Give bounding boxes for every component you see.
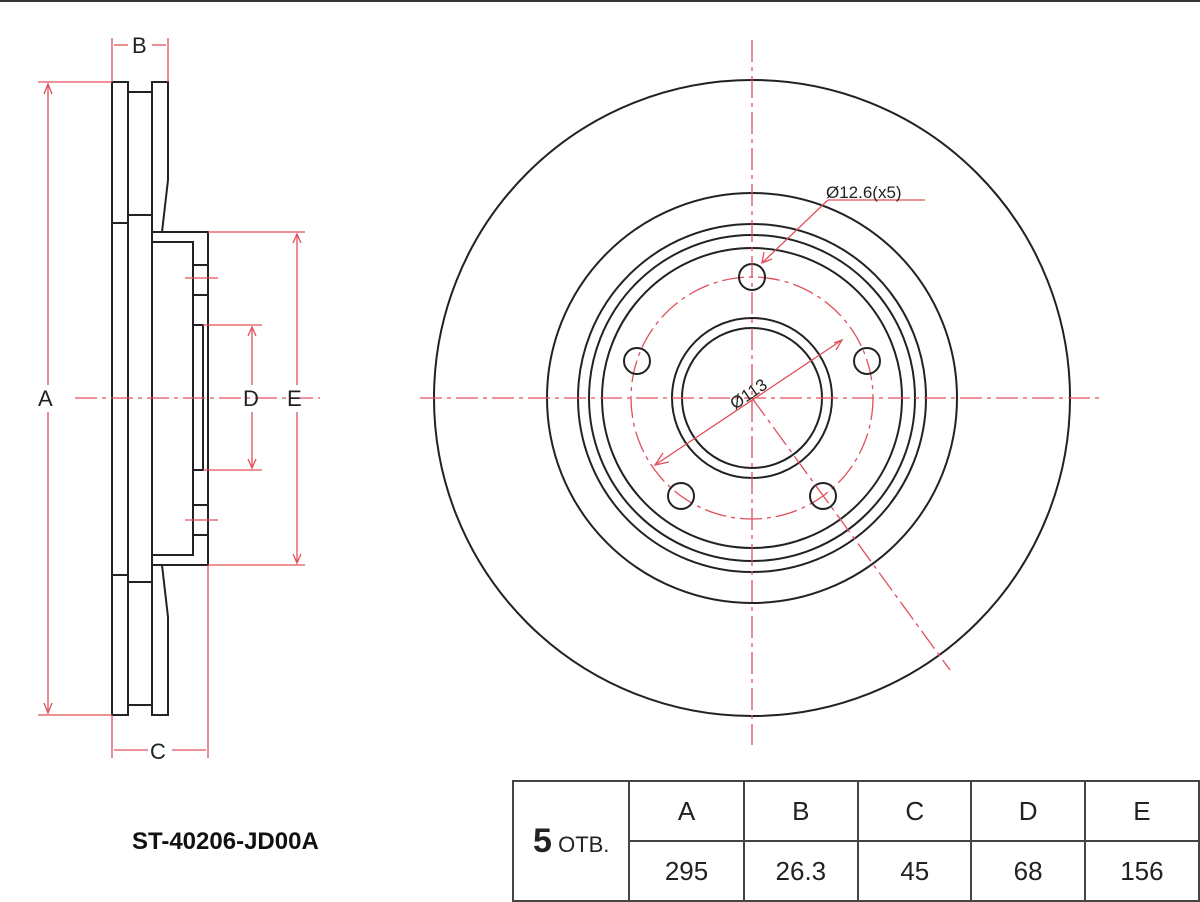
value-e: 156 <box>1083 840 1200 902</box>
pcd-label: Ø113 <box>727 375 771 413</box>
value-c: 45 <box>857 840 973 902</box>
dim-label-d: D <box>243 386 259 411</box>
holes-count-cell: 5 ОТВ. <box>511 780 631 902</box>
holes-unit: ОТВ. <box>558 831 610 857</box>
dim-label-c: C <box>150 739 166 764</box>
bolt-hole-label: Ø12.6(x5) <box>826 183 902 202</box>
part-number: ST-40206-JD00A <box>132 828 319 855</box>
header-e: E <box>1083 780 1200 842</box>
dim-label-a: A <box>38 386 53 411</box>
side-view <box>75 81 320 716</box>
header-d: D <box>970 780 1086 842</box>
header-c: C <box>857 780 973 842</box>
dimensions: A B C D E <box>38 33 305 764</box>
value-a: 295 <box>628 840 745 902</box>
header-a: A <box>628 780 745 842</box>
bolt-holes <box>623 263 881 510</box>
dim-label-e: E <box>287 386 302 411</box>
dim-label-b: B <box>132 33 147 58</box>
top-border <box>0 0 1200 2</box>
spec-table: 5 ОТВ. A B C D E 295 26.3 45 68 156 <box>511 780 1200 902</box>
holes-count: 5 <box>533 821 552 860</box>
value-d: 68 <box>970 840 1086 902</box>
front-view: Ø12.6(x5) Ø113 <box>420 40 1100 745</box>
header-b: B <box>742 780 860 842</box>
value-b: 26.3 <box>742 840 860 902</box>
